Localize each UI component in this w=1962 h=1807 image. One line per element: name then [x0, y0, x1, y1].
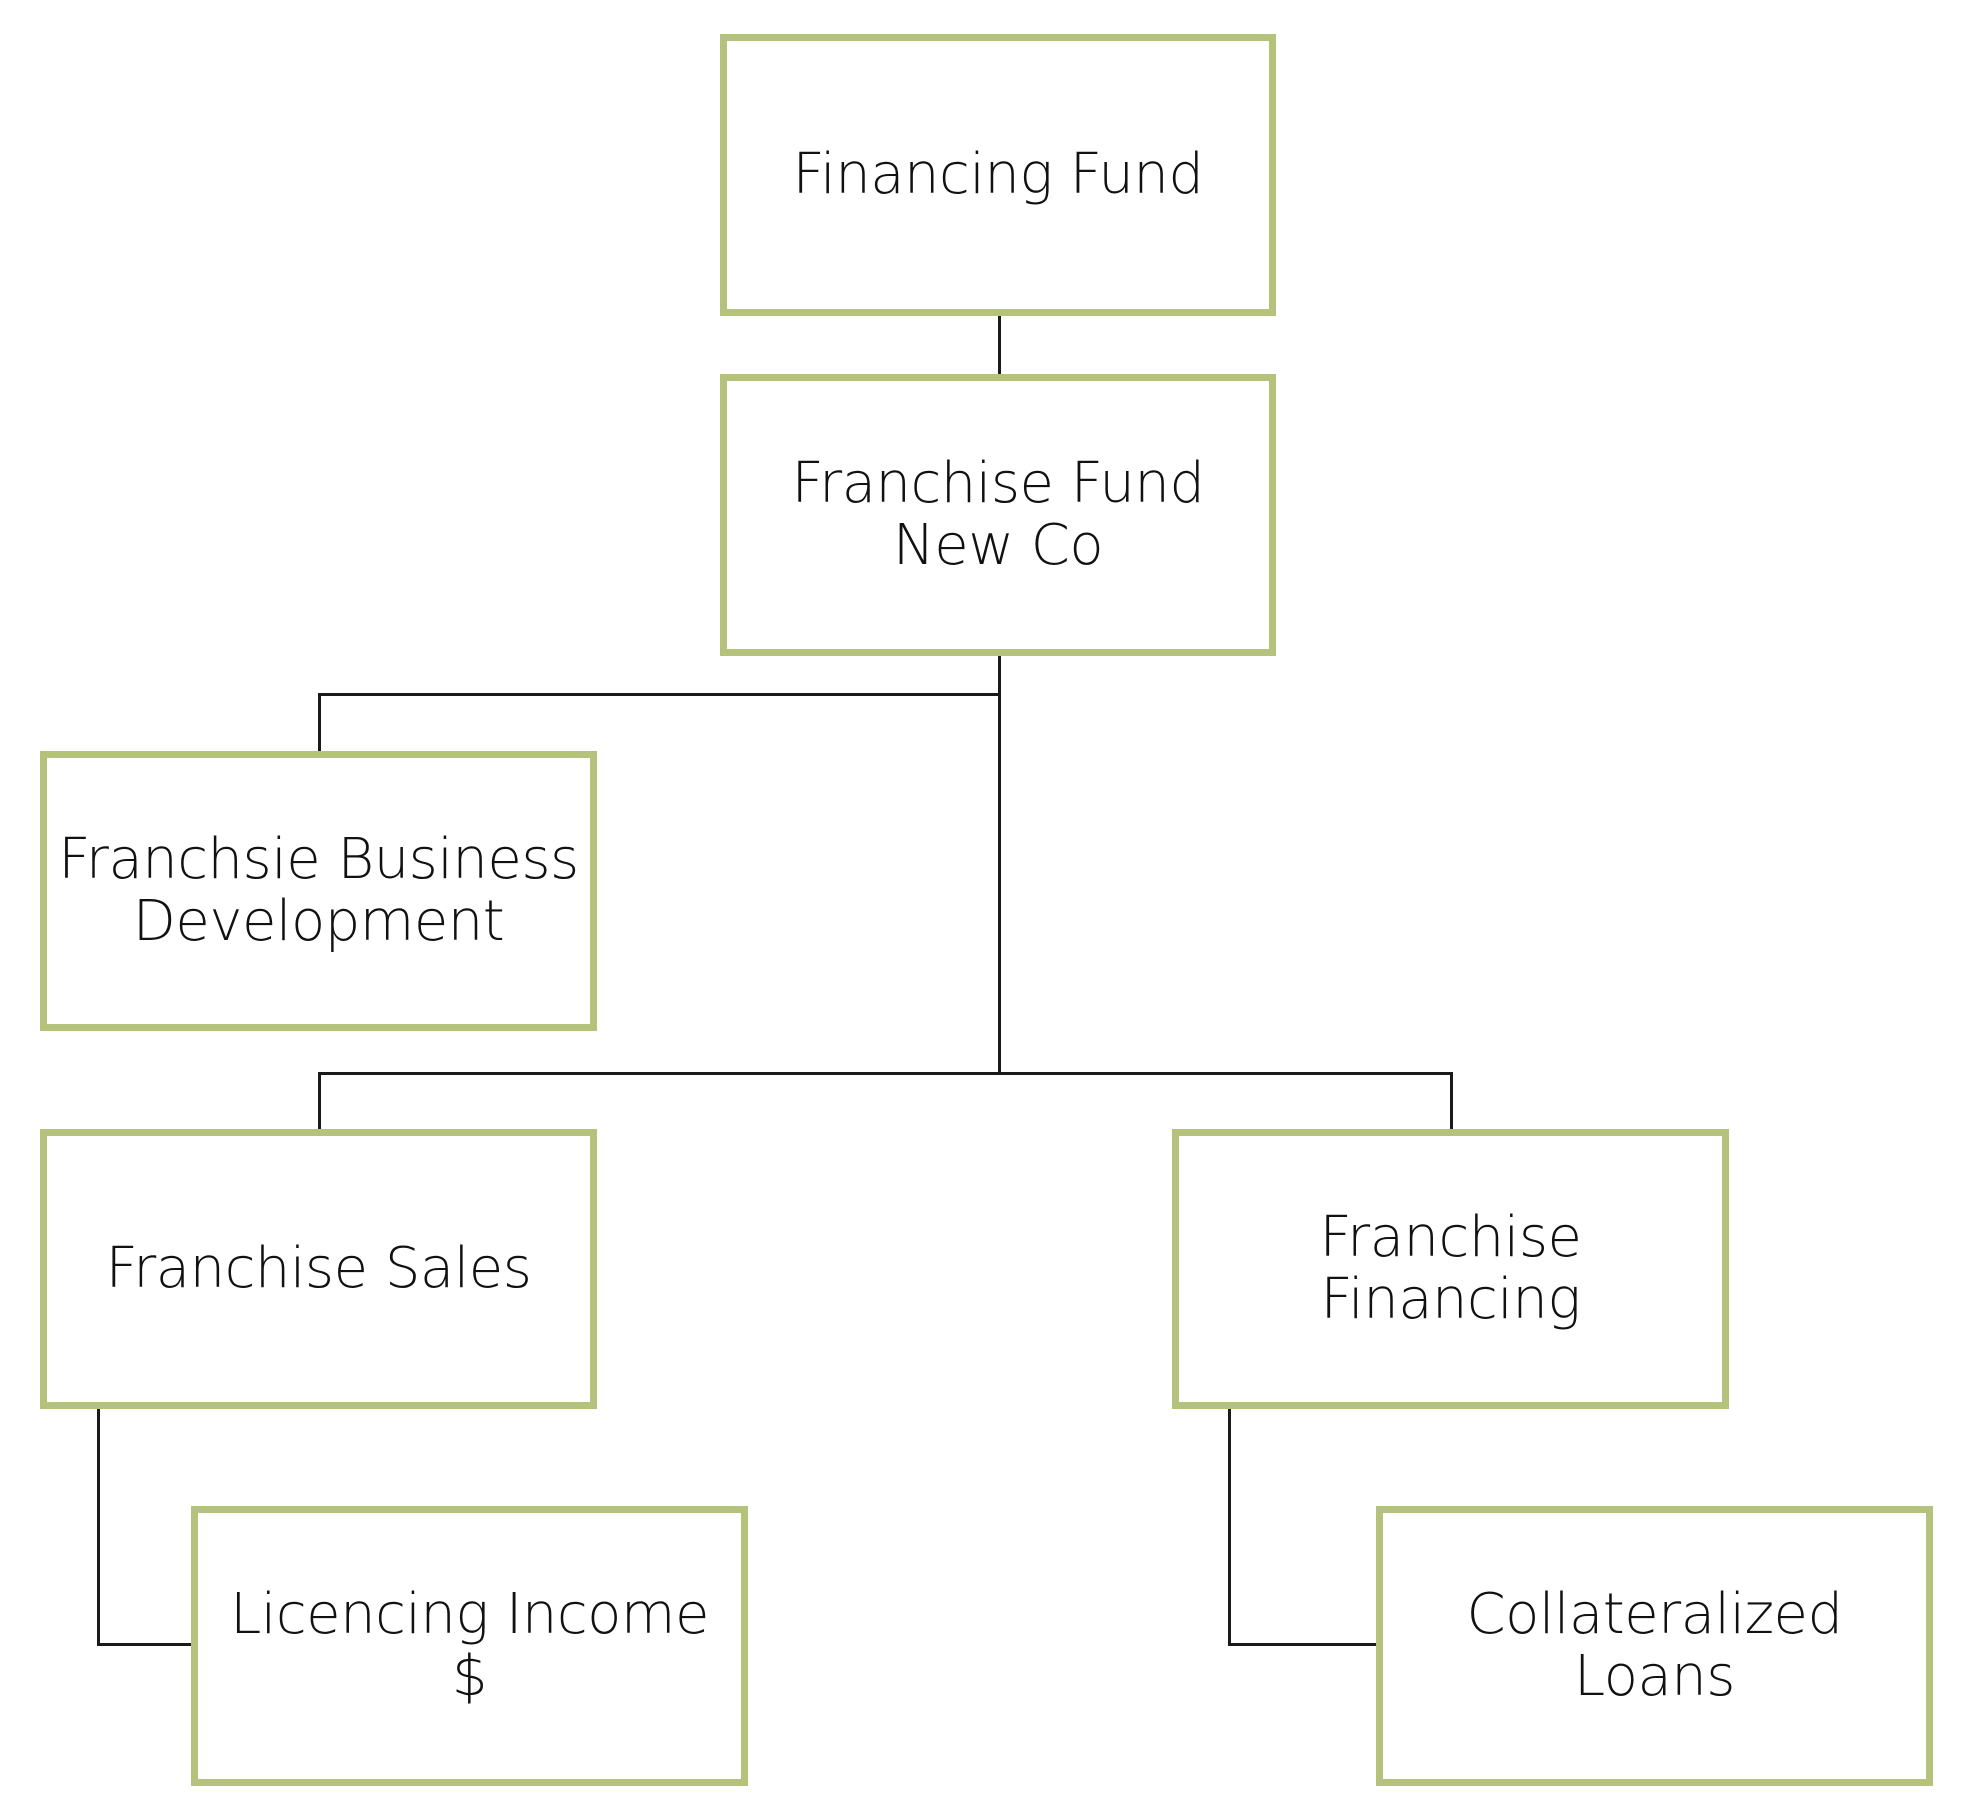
node-business-development: Franchsie Business Development — [40, 751, 597, 1031]
node-franchise-sales: Franchise Sales — [40, 1129, 597, 1409]
connector-sales-vertical — [97, 1408, 100, 1646]
node-financing-fund: Financing Fund — [720, 34, 1276, 316]
node-franchise-fund-newco: Franchise Fund New Co — [720, 374, 1276, 656]
node-label: Franchise Financing — [1319, 1205, 1582, 1332]
connector-financing-vertical — [1228, 1408, 1231, 1646]
connector-level3-horizontal — [318, 1072, 1453, 1075]
connector-newco-trunk — [998, 655, 1001, 1075]
node-label: Franchise Fund New Co — [791, 451, 1205, 578]
node-label: Franchise Sales — [105, 1236, 532, 1302]
connector-bizdev-horizontal — [318, 693, 1001, 696]
node-label: Licencing Income $ — [230, 1582, 709, 1709]
node-franchise-financing: Franchise Financing — [1172, 1129, 1729, 1409]
node-collateralized-loans: Collateralized Loans — [1376, 1506, 1933, 1786]
connector-sales-drop — [318, 1072, 321, 1130]
connector-financing-to-loans — [1228, 1643, 1376, 1646]
connector-fund-to-newco — [998, 316, 1001, 375]
node-label: Franchsie Business Development — [58, 827, 579, 954]
node-label: Financing Fund — [792, 142, 1204, 208]
connector-financing-drop — [1450, 1072, 1453, 1130]
node-label: Collateralized Loans — [1466, 1582, 1843, 1709]
node-licencing-income: Licencing Income $ — [191, 1506, 748, 1786]
connector-sales-to-licencing — [97, 1643, 193, 1646]
connector-bizdev-drop — [318, 693, 321, 751]
